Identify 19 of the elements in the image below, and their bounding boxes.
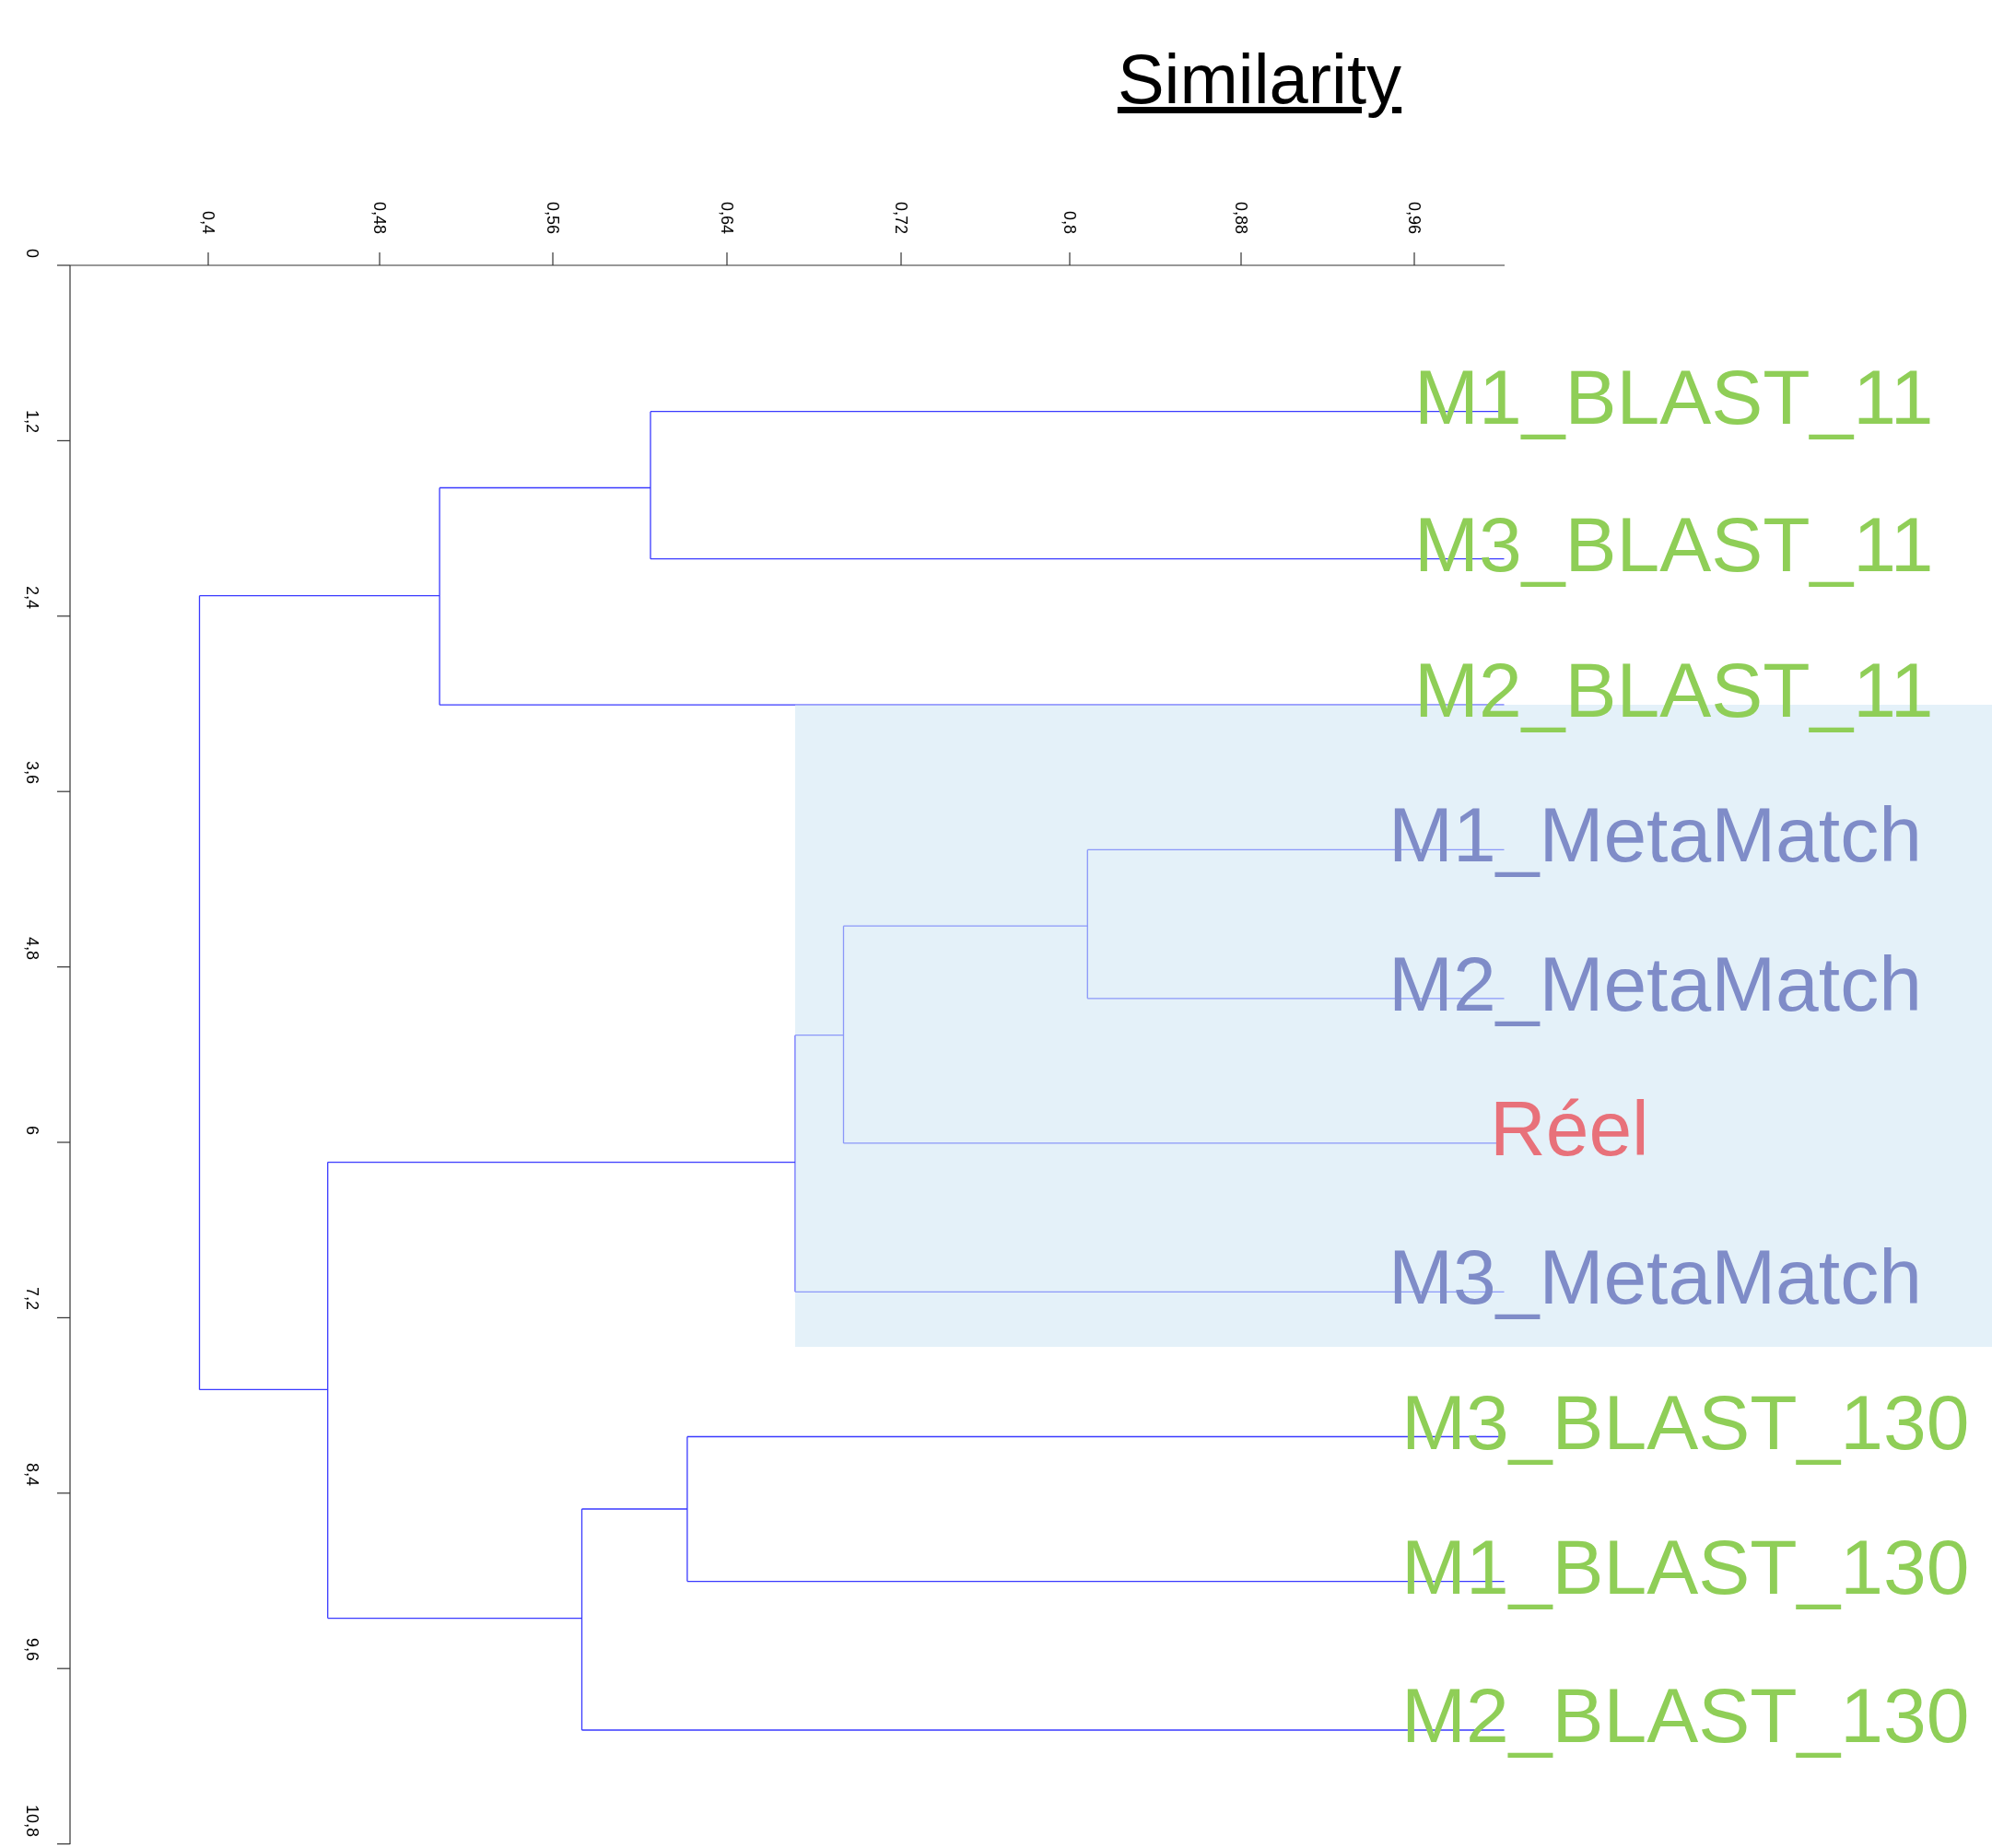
axis-tick-label: 10,8	[24, 1804, 41, 1837]
axis-tick-label: 9,6	[24, 1638, 41, 1662]
axis-tick-label: 4,8	[24, 936, 41, 960]
axis-tick-label: 6	[24, 1126, 41, 1135]
axis-tick-label: 0,8	[1061, 210, 1078, 234]
axis-tick-label: 3,6	[24, 761, 41, 785]
axis-tick-label: 0,72	[893, 201, 909, 234]
axis-tick-label: 0,4	[200, 210, 217, 234]
axis-tick-label: 0	[24, 249, 41, 258]
axis-tick-label: 0,64	[719, 201, 735, 234]
leaf-label: Réel	[1490, 1090, 1649, 1167]
axis-tick-label: 1,2	[24, 410, 41, 434]
axis-tick-label: 7,2	[24, 1287, 41, 1311]
axis-tick-label: 0,48	[371, 201, 388, 234]
axis-tick-label: 0,96	[1406, 201, 1423, 234]
axis-tick-label: 2,4	[24, 585, 41, 609]
axis-tick-label: 8,4	[24, 1462, 41, 1486]
axis-tick-label: 0,88	[1233, 201, 1249, 234]
axis-tick-label: 0,56	[545, 201, 561, 234]
